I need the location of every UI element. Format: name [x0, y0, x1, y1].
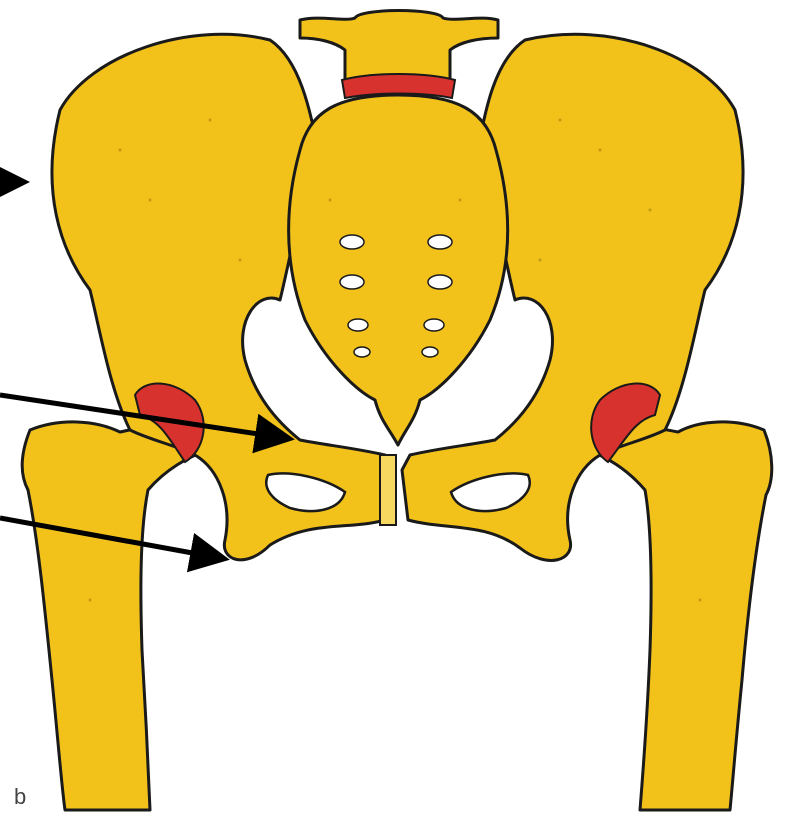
lumbar-vertebra [300, 11, 498, 81]
sacrum [289, 95, 508, 445]
right-femur [585, 420, 772, 810]
lumbar-disc [342, 74, 455, 98]
pubic-symphysis [380, 455, 396, 525]
panel-letter: b [14, 784, 26, 810]
left-femur [22, 418, 210, 810]
